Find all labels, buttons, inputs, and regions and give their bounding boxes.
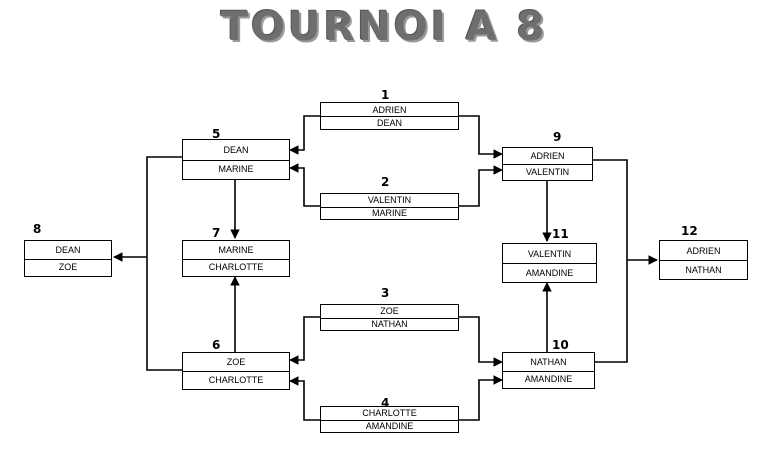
match-7-player-2: CHARLOTTE (208, 262, 264, 273)
match-1-player-2: DEAN (376, 117, 402, 128)
match-6-box: ZOE CHARLOTTE (182, 352, 290, 390)
match-1-box: ADRIEN DEAN (320, 102, 459, 130)
match-9-box: ADRIEN VALENTIN (502, 147, 593, 181)
match-3-number: 3 (381, 286, 390, 300)
match-4-box: CHARLOTTE AMANDINE (320, 406, 459, 433)
match-4-player-2: AMANDINE (365, 420, 414, 431)
match-8-player-1: DEAN (25, 241, 111, 260)
match-3-box: ZOE NATHAN (320, 304, 459, 331)
match-8-number: 8 (33, 222, 42, 236)
match-9-player-1: ADRIEN (503, 148, 592, 165)
match-4-number: 4 (381, 396, 390, 410)
match-2-number: 2 (381, 175, 390, 189)
match-11-player-2: AMANDINE (525, 267, 574, 278)
match-11-number: 11 (552, 227, 569, 241)
match-11-player-1: VALENTIN (503, 244, 596, 264)
match-5-number: 5 (212, 127, 221, 141)
match-5-box: DEAN MARINE (182, 139, 290, 180)
match-10-box: NATHAN AMANDINE (502, 352, 595, 389)
match-10-player-2: AMANDINE (524, 374, 573, 385)
match-1-player-1: ADRIEN (321, 103, 458, 117)
connector-m4-m10 (459, 375, 503, 421)
match-6-player-1: ZOE (183, 353, 289, 372)
match-12-player-2: NATHAN (685, 264, 722, 275)
match-7-player-1: MARINE (183, 241, 289, 260)
connector-m2-m5 (289, 163, 320, 207)
page-title: TOURNOI A 8 (220, 4, 548, 50)
connector-m4-m6 (289, 376, 320, 421)
match-6-number: 6 (212, 338, 221, 352)
match-12-number: 12 (681, 224, 698, 238)
match-2-box: VALENTIN MARINE (320, 193, 459, 220)
connector-m3-m6 (289, 316, 320, 365)
match-9-number: 9 (553, 130, 562, 144)
match-10-number: 10 (552, 338, 569, 352)
connector-m5-m8 (146, 156, 182, 371)
connector-m9-m12 (593, 159, 628, 363)
match-7-number: 7 (212, 226, 221, 240)
match-5-player-1: DEAN (183, 140, 289, 161)
match-11-box: VALENTIN AMANDINE (502, 243, 597, 283)
match-12-player-1: ADRIEN (660, 241, 747, 261)
match-3-player-2: NATHAN (371, 318, 408, 329)
connector-m1-m5 (289, 115, 320, 155)
match-3-player-1: ZOE (321, 305, 458, 319)
match-10-player-1: NATHAN (503, 353, 594, 372)
match-4-player-1: CHARLOTTE (321, 407, 458, 421)
match-8-box: DEAN ZOE (24, 240, 112, 277)
connector-m2-m9 (459, 165, 503, 207)
match-6-player-2: CHARLOTTE (208, 375, 264, 385)
match-7-box: MARINE CHARLOTTE (182, 240, 290, 277)
match-9-player-2: VALENTIN (525, 167, 570, 177)
match-5-player-2: MARINE (218, 164, 254, 175)
match-8-player-2: ZOE (58, 262, 78, 273)
match-2-player-1: VALENTIN (321, 194, 458, 208)
match-2-player-2: MARINE (371, 207, 407, 218)
connector-m1-m9 (459, 115, 503, 159)
connector-m3-m10 (459, 316, 503, 367)
match-12-box: ADRIEN NATHAN (659, 240, 748, 280)
match-1-number: 1 (381, 88, 390, 102)
